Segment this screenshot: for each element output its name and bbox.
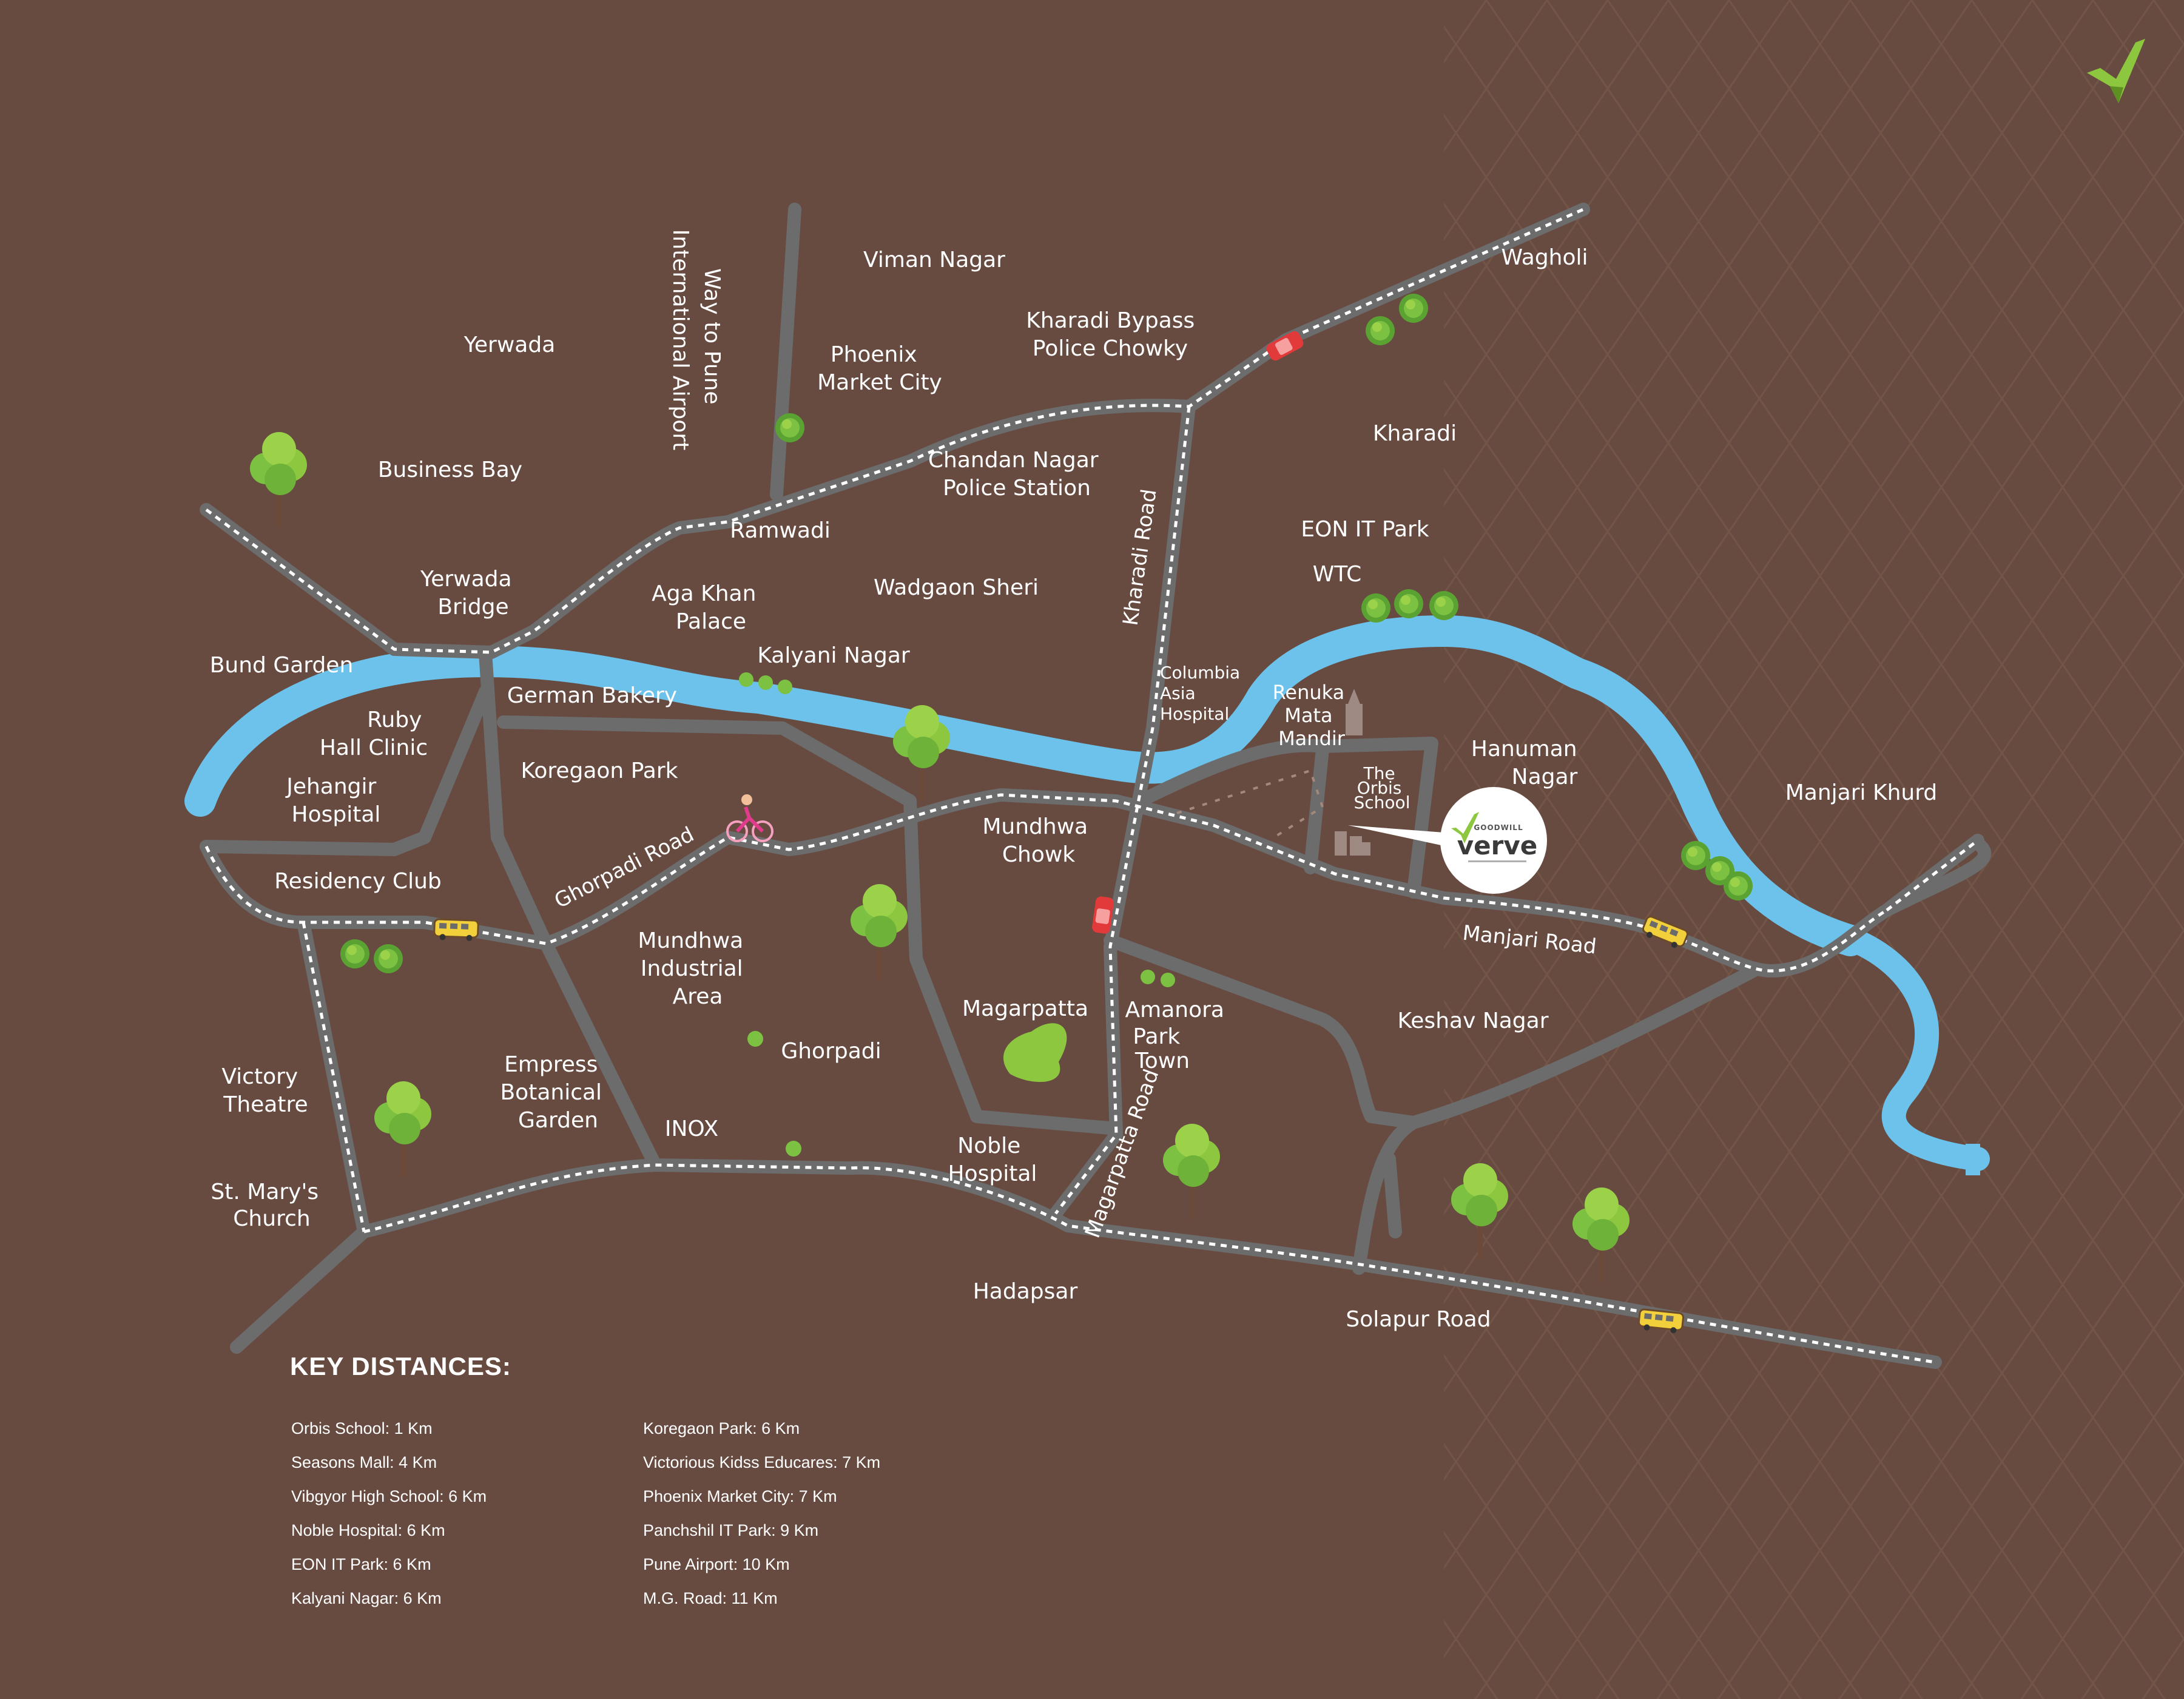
- place-viman-nagar: Viman Nagar: [863, 248, 1005, 272]
- key-distance-item: M.G. Road: 11 Km: [643, 1589, 778, 1607]
- place-residency-club: Residency Club: [274, 869, 441, 894]
- dotted-path: [1176, 769, 1324, 839]
- place-kharadi-bypass: Kharadi Bypass Police Chowky: [1026, 308, 1202, 361]
- key-distance-item: Koregaon Park: 6 Km: [643, 1419, 800, 1437]
- place-chandan-nagar: Chandan Nagar Police Station: [928, 448, 1105, 501]
- place-mundhwa-industrial: Mundhwa Industrial Area: [638, 928, 750, 1009]
- place-keshav-nagar: Keshav Nagar: [1397, 1008, 1548, 1033]
- bush-icon: [739, 672, 753, 687]
- place-victory-theatre: Victory Theatre: [221, 1064, 308, 1117]
- place-noble-hospital: Noble Hospital: [948, 1133, 1037, 1186]
- bush-icon: [374, 944, 403, 973]
- river-edge: [1966, 1144, 1980, 1175]
- place-inox: INOX: [665, 1116, 718, 1141]
- temple-icon: [1346, 689, 1363, 735]
- place-wadgaon-sheri: Wadgaon Sheri: [874, 575, 1039, 600]
- river: [184, 615, 1866, 956]
- school-icon: [1335, 831, 1370, 856]
- bush-icon: [775, 413, 804, 442]
- place-aga-khan: Aga Khan Palace: [652, 581, 763, 634]
- place-kharadi: Kharadi: [1373, 421, 1457, 446]
- place-mundhwa-chowk: Mundhwa Chowk: [982, 814, 1094, 867]
- project-brand: GOODWILL: [1474, 823, 1523, 832]
- key-distance-item: Vibgyor High School: 6 Km: [291, 1487, 487, 1505]
- place-ramwadi: Ramwadi: [730, 518, 831, 543]
- place-bund-garden: Bund Garden: [210, 653, 354, 678]
- bushes: [340, 294, 1753, 1157]
- place-columbia-asia: Columbia Asia Hospital: [1160, 663, 1245, 724]
- place-business-bay: Business Bay: [378, 458, 522, 482]
- key-distance-item: Noble Hospital: 6 Km: [291, 1521, 445, 1539]
- checkmark-logo-icon: [2087, 39, 2145, 103]
- key-distance-item: Victorious Kidss Educares: 7 Km: [643, 1453, 881, 1471]
- project-name: verve: [1457, 831, 1537, 860]
- place-koregaon-park: Koregaon Park: [521, 758, 678, 783]
- place-st-marys-church: St. Mary's Church: [211, 1180, 325, 1231]
- place-eon-it-park: EON IT Park: [1301, 517, 1429, 542]
- bush-icon: [786, 1141, 801, 1157]
- place-wtc: WTC: [1313, 562, 1362, 587]
- bush-icon: [1681, 841, 1710, 870]
- key-distance-item: EON IT Park: 6 Km: [291, 1555, 431, 1573]
- key-distance-item: Seasons Mall: 4 Km: [291, 1453, 437, 1471]
- place-kalyani-nagar: Kalyani Nagar: [757, 643, 910, 668]
- bush-icon: [1394, 589, 1423, 618]
- key-distance-item: Orbis School: 1 Km: [291, 1419, 433, 1437]
- key-distance-item: Kalyani Nagar: 6 Km: [291, 1589, 442, 1607]
- place-renuka-mata: Renuka Mata Mandir: [1273, 681, 1351, 750]
- bush-icon: [1161, 973, 1175, 987]
- key-distances-panel: KEY DISTANCES: Orbis School: 1 Km Season…: [290, 1352, 1261, 1631]
- key-distance-item: Pune Airport: 10 Km: [643, 1555, 790, 1573]
- place-ghorpadi: Ghorpadi: [781, 1039, 881, 1064]
- place-empress-garden: Empress Botanical Garden: [500, 1052, 608, 1133]
- place-labels: Viman Nagar Yerwada Phoenix Market City …: [210, 245, 1938, 1332]
- place-solapur-road: Solapur Road: [1346, 1307, 1491, 1332]
- place-yerwada: Yerwada: [463, 333, 556, 357]
- key-distances-list-2: Koregaon Park: 6 Km Victorious Kidss Edu…: [643, 1419, 880, 1623]
- place-magarpatta: Magarpatta: [962, 996, 1088, 1021]
- place-jehangir: Jehangir Hospital: [285, 774, 383, 827]
- bush-icon: [1429, 591, 1458, 620]
- key-distance-item: Panchshil IT Park: 9 Km: [643, 1521, 819, 1539]
- bush-icon: [1724, 871, 1753, 900]
- place-manjari-khurd: Manjari Khurd: [1785, 780, 1938, 805]
- magarpatta-park: [1003, 1023, 1067, 1083]
- place-hanuman-nagar: Hanuman Nagar: [1471, 737, 1584, 789]
- cyclist-icon: [726, 794, 774, 842]
- bush-icon: [758, 675, 773, 690]
- road-dashes: [204, 208, 1979, 1364]
- place-german-bakery: German Bakery: [507, 683, 677, 708]
- place-yerwada-bridge: Yerwada Bridge: [420, 567, 519, 620]
- key-distances-title: KEY DISTANCES:: [290, 1352, 511, 1380]
- place-ruby-hall: Ruby Hall Clinic: [320, 708, 429, 760]
- key-distances-list-1: Orbis School: 1 Km Seasons Mall: 4 Km Vi…: [291, 1419, 487, 1623]
- bush-icon: [1141, 970, 1155, 984]
- place-hadapsar: Hadapsar: [973, 1279, 1078, 1304]
- checkmark-logo-icon: [1451, 812, 1479, 843]
- diamond-pattern: [1444, 0, 2184, 1699]
- place-orbis-school: The Orbis School: [1354, 763, 1410, 812]
- place-wagholi: Wagholi: [1501, 245, 1588, 270]
- place-phoenix: Phoenix Market City: [817, 342, 942, 395]
- bush-icon: [340, 939, 369, 968]
- road-label-airport: Way to Pune International Airport: [668, 229, 724, 450]
- bush-icon: [778, 680, 792, 694]
- project-pin: GOODWILL verve: [1348, 787, 1547, 894]
- bush-icon: [1366, 316, 1395, 345]
- bush-icon: [1399, 294, 1428, 323]
- place-amanora: Amanora Park Town: [1125, 998, 1232, 1073]
- bush-icon: [747, 1031, 763, 1047]
- key-distance-item: Phoenix Market City: 7 Km: [643, 1487, 837, 1505]
- river-lower: [1826, 922, 1990, 1171]
- bush-icon: [1361, 593, 1390, 623]
